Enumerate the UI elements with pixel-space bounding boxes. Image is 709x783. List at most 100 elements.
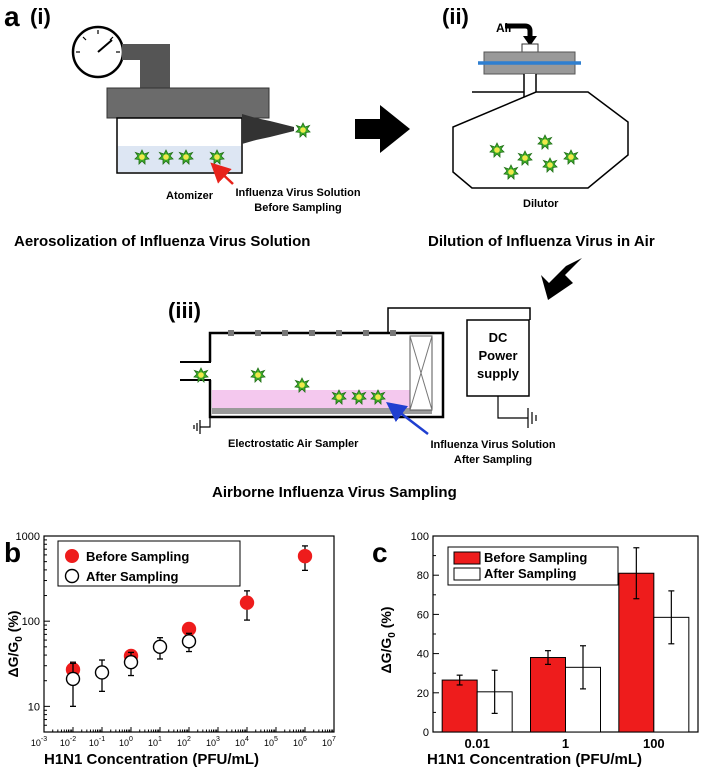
y-tick-label-c: 20: [417, 688, 429, 700]
solution-after-label-1: Influenza Virus Solution: [430, 439, 555, 451]
ground-icon: [527, 408, 537, 428]
y-tick-label-b: 10: [28, 701, 40, 713]
y-tick-label-b: 100: [22, 616, 40, 628]
legend-b-after: After Sampling: [86, 569, 179, 584]
ground-wire: [497, 396, 528, 419]
panel-a-letter: a: [4, 1, 20, 32]
step-ii-caption: Dilution of Influenza Virus in Air: [428, 233, 655, 250]
x-tick-label-b: 106: [293, 736, 307, 748]
sampler-label: Electrostatic Air Sampler: [228, 438, 359, 450]
legend-c-before: Before Sampling: [484, 550, 587, 565]
x-tick-label-b: 107: [322, 736, 336, 748]
x-tick-label-b: 10-3: [31, 736, 47, 748]
air-arrow-icon: [523, 36, 537, 46]
data-point-after: [94, 665, 110, 680]
x-tick-exp-b: -1: [99, 736, 105, 743]
air-sampler-schematic: (iii) DC Power supply: [168, 298, 556, 501]
bar-before: [530, 657, 566, 733]
data-point-after: [152, 639, 168, 655]
gauge-stem: [140, 44, 170, 90]
x-tick-exp-b: 2: [187, 736, 191, 743]
solution-before-label-2: Before Sampling: [254, 202, 341, 214]
solution-before-label-1: Influenza Virus Solution: [235, 187, 360, 199]
step-iii-label: (iii): [168, 298, 201, 323]
step-ii-label: (ii): [442, 4, 469, 29]
x-tick-label-b: 104: [235, 736, 249, 748]
bar-before: [441, 679, 478, 733]
blue-arrow-icon: [386, 401, 429, 435]
inlet-cap: [521, 43, 539, 53]
bar-before: [618, 572, 655, 733]
step-iii-caption: Airborne Influenza Virus Sampling: [212, 484, 457, 501]
power-label-1: DC: [489, 330, 508, 345]
x-tick-label-c: 1: [562, 736, 569, 751]
data-point-before: [297, 548, 313, 564]
x-axis-title-c: H1N1 Concentration (PFU/mL): [427, 751, 642, 768]
atomizer-schematic: (i) Atomizer: [14, 4, 361, 250]
x-tick-exp-b: 7: [332, 736, 336, 743]
x-tick-label-b: 10-2: [60, 736, 76, 748]
x-tick-label-c: 100: [643, 736, 665, 751]
filter-hatch: [409, 335, 433, 411]
x-tick-label-b: 100: [119, 736, 133, 748]
sampler-plate: [212, 408, 432, 414]
x-tick-exp-b: 0: [129, 736, 133, 743]
dilutor-schematic: (ii) Air Dilutor Dilution of Influenza V…: [428, 4, 655, 250]
x-tick-label-b: 103: [206, 736, 220, 748]
panel-b-letter: b: [4, 537, 21, 568]
x-tick-exp-b: 4: [245, 736, 249, 743]
atomizer-lid: [106, 87, 270, 119]
x-tick-exp-b: -3: [41, 736, 47, 743]
x-tick-label-b: 101: [148, 736, 162, 748]
data-point-after: [123, 654, 139, 670]
atomizer-label: Atomizer: [166, 190, 214, 202]
x-tick-exp-b: 6: [303, 736, 307, 743]
x-tick-exp-b: 5: [274, 736, 278, 743]
data-point-before: [239, 595, 255, 610]
nozzle-icon: [242, 114, 294, 144]
flow-arrow-down-left-icon: [541, 258, 582, 300]
x-tick-exp-b: 3: [216, 736, 220, 743]
x-tick-label-b: 105: [264, 736, 278, 748]
ground-icon: [193, 420, 201, 434]
legend-c-swatch-before: [453, 551, 481, 565]
power-label-2: Power: [478, 348, 517, 363]
y-axis-title-b: ΔG/G0 (%): [5, 611, 25, 678]
sampler-ground-wire: [200, 417, 211, 428]
panel-a: a (i): [4, 1, 655, 501]
y-tick-label-c: 60: [417, 609, 429, 621]
y-tick-label-c: 40: [417, 649, 429, 661]
step-i-label: (i): [30, 4, 51, 29]
solution-after-label-2: After Sampling: [454, 454, 532, 466]
x-tick-label-b: 10-1: [89, 736, 105, 748]
x-tick-exp-b: -2: [70, 736, 76, 743]
legend-b-marker-before: [65, 549, 79, 563]
power-label-3: supply: [477, 366, 520, 381]
virus-icon: [295, 122, 311, 138]
legend-c-after: After Sampling: [484, 566, 577, 581]
step-i-caption: Aerosolization of Influenza Virus Soluti…: [14, 233, 310, 250]
y-tick-label-c: 0: [423, 727, 429, 739]
x-axis-title-b: H1N1 Concentration (PFU/mL): [44, 751, 259, 768]
legend-c-swatch-after: [453, 567, 481, 581]
legend-b-before: Before Sampling: [86, 549, 189, 564]
dilutor-label: Dilutor: [523, 198, 559, 210]
gauge-needle: [97, 39, 113, 53]
air-inlet-arrow: [505, 23, 533, 37]
y-tick-label-c: 80: [417, 570, 429, 582]
y-axis-title-c: ΔG/G0 (%): [378, 607, 398, 674]
electrode-array: [228, 330, 396, 336]
red-arrow-icon: [210, 162, 234, 185]
legend-b: [57, 540, 241, 587]
flow-arrow-right-icon: [355, 105, 410, 153]
x-tick-exp-b: 1: [158, 736, 162, 743]
x-tick-label-b: 102: [177, 736, 191, 748]
legend-b-marker-after: [64, 568, 80, 584]
gauge-ticks: [76, 30, 120, 53]
data-point-after: [65, 671, 81, 687]
